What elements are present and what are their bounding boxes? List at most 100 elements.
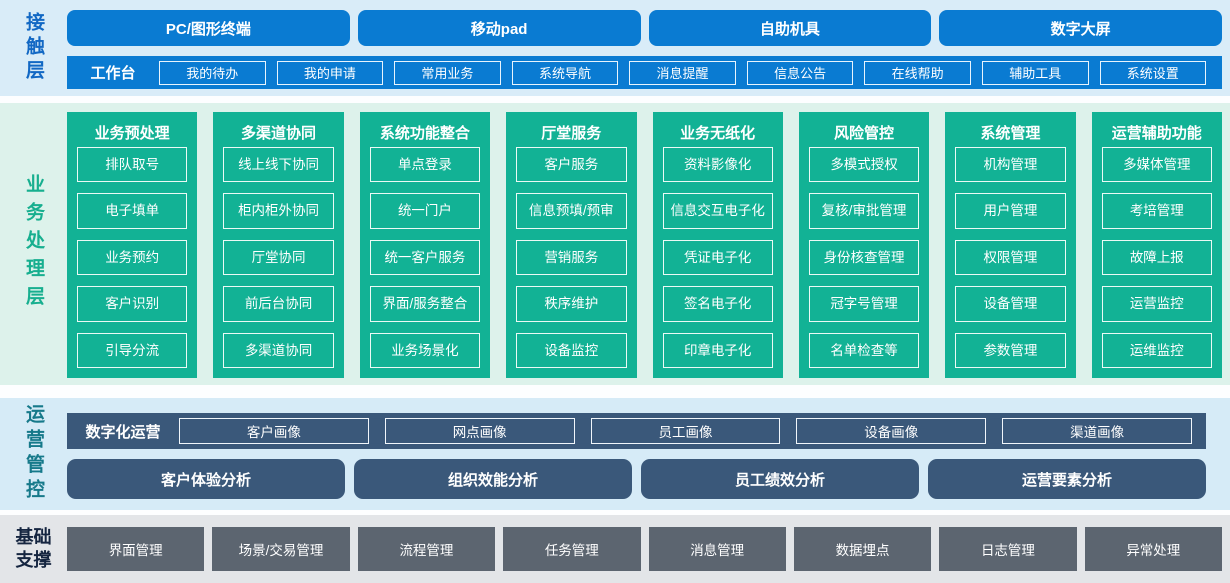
workbench-item: 消息提醒 [629, 60, 736, 85]
business-column-items: 机构管理 用户管理 权限管理 设备管理 参数管理 [955, 147, 1066, 369]
business-column-item: 电子填单 [77, 193, 188, 229]
business-column-items: 多模式授权 复核/审批管理 身份核查管理 冠字号管理 名单检查等 [808, 147, 920, 369]
business-column-item: 引导分流 [77, 332, 188, 369]
base-row: 界面管理 场景/交易管理 流程管理 任务管理 消息管理 数据埋点 日志管理 异常… [67, 527, 1222, 571]
business-column-item: 运维监控 [1101, 332, 1212, 369]
workbench-items: 我的待办 我的申请 常用业务 系统导航 消息提醒 信息公告 在线帮助 辅助工具 [159, 60, 1210, 85]
business-column-item: 参数管理 [955, 332, 1066, 369]
base-item: 流程管理 [357, 527, 496, 571]
business-column-title: 多渠道协同 [241, 124, 317, 142]
workbench-bar: 工作台 我的待办 我的申请 常用业务 系统导航 消息提醒 信息公告 [67, 56, 1222, 89]
persona-item: 客户画像 [179, 418, 369, 444]
contact-layer-content: PC/图形终端 移动pad 自助机具 数字大屏 工作台 我的待办 我的申请 [67, 0, 1222, 96]
base-item: 场景/交易管理 [212, 527, 350, 571]
business-column-title: 系统管理 [980, 124, 1041, 142]
workbench-item: 信息公告 [746, 60, 854, 85]
business-column-title: 厅堂服务 [541, 124, 602, 142]
business-column-item: 厅堂协同 [223, 239, 334, 276]
business-column-item: 单点登录 [369, 147, 481, 183]
workbench-item: 在线帮助 [864, 60, 971, 85]
business-column-item: 用户管理 [955, 193, 1066, 229]
business-column-title: 业务无纸化 [680, 124, 756, 142]
base-layer-content: 界面管理 场景/交易管理 流程管理 任务管理 消息管理 数据埋点 日志管理 异常… [67, 515, 1222, 583]
business-column-item: 冠字号管理 [808, 286, 920, 322]
business-column-item: 统一客户服务 [369, 239, 481, 276]
business-column: 业务无纸化 资料影像化 信息交互电子化 凭证电子化 签名电子化 [652, 112, 783, 378]
base-layer-label-zone: 基础 支撑 [0, 515, 67, 583]
channel-block: 数字大屏 [939, 10, 1222, 46]
channel-block: 移动pad [357, 10, 641, 46]
business-column-item: 多渠道协同 [223, 332, 334, 369]
operations-layer-label: 运营管控 [23, 404, 44, 504]
business-column-item: 复核/审批管理 [808, 193, 920, 229]
business-column-title: 业务预处理 [94, 124, 170, 142]
persona-item: 渠道画像 [1002, 418, 1192, 444]
base-item: 消息管理 [648, 527, 786, 571]
analysis-bar: 员工绩效分析 [641, 459, 919, 499]
business-column-item: 权限管理 [955, 239, 1066, 276]
analysis-row: 客户体验分析 组织效能分析 员工绩效分析 运营要素分析 [67, 459, 1206, 499]
persona-items: 客户画像 网点画像 员工画像 设备画像 渠道画像 [179, 418, 1192, 444]
business-columns: 业务预处理 排队取号 电子填单 业务预约 客户识别 [67, 112, 1222, 378]
analysis-bar: 客户体验分析 [67, 459, 345, 499]
business-column-items: 多媒体管理 考培管理 故障上报 运营监控 运维监控 [1101, 147, 1212, 369]
business-column-item: 业务预约 [77, 239, 188, 276]
business-column-item: 资料影像化 [662, 147, 773, 183]
business-column-title: 系统功能整合 [379, 124, 470, 142]
business-column-item: 线上线下协同 [223, 147, 334, 183]
business-column: 系统功能整合 单点登录 统一门户 统一客户服务 界面/服务整合 [359, 112, 491, 378]
business-column-items: 线上线下协同 柜内柜外协同 厅堂协同 前后台协同 多渠道协同 [223, 147, 334, 369]
business-column-items: 排队取号 电子填单 业务预约 客户识别 引导分流 [77, 147, 188, 369]
workbench-item: 系统导航 [511, 60, 619, 85]
business-column-item: 多媒体管理 [1101, 147, 1212, 183]
business-column-item: 故障上报 [1101, 239, 1212, 276]
business-column-item: 多模式授权 [808, 147, 920, 183]
business-layer-label: 业务处理层 [23, 174, 44, 314]
business-column-item: 排队取号 [77, 147, 188, 183]
business-column-item: 客户识别 [77, 286, 188, 322]
persona-item: 设备画像 [796, 418, 987, 444]
contact-layer-label: 接触层 [23, 12, 44, 84]
business-column-item: 考培管理 [1101, 193, 1212, 229]
business-column-item: 名单检查等 [808, 332, 920, 369]
business-column-item: 客户服务 [516, 147, 627, 183]
base-item: 任务管理 [503, 527, 641, 571]
business-column-title: 运营辅助功能 [1111, 124, 1202, 142]
base-layer-label: 基础 支撑 [15, 526, 52, 570]
workbench-item: 我的待办 [159, 60, 266, 85]
business-column-item: 设备管理 [955, 286, 1066, 322]
business-column: 风险管控 多模式授权 复核/审批管理 身份核查管理 冠字号管理 [798, 112, 930, 378]
business-column: 业务预处理 排队取号 电子填单 业务预约 客户识别 [67, 112, 198, 378]
business-column-item: 印章电子化 [662, 332, 773, 369]
base-item: 数据埋点 [793, 527, 932, 571]
operations-layer-content: 数字化运营 客户画像 网点画像 员工画像 设备画像 渠道画像 [67, 398, 1206, 510]
business-column-item: 信息预填/预审 [516, 193, 627, 229]
business-column-item: 身份核查管理 [808, 239, 920, 276]
business-column-items: 客户服务 信息预填/预审 营销服务 秩序维护 设备监控 [516, 147, 627, 369]
business-column-item: 柜内柜外协同 [223, 193, 334, 229]
base-item: 日志管理 [939, 527, 1077, 571]
persona-item: 网点画像 [384, 418, 575, 444]
business-column-item: 秩序维护 [516, 286, 627, 322]
contact-layer: 接触层 PC/图形终端 移动pad 自助机具 数字大屏 工作台 我的待 [0, 0, 1230, 96]
channel-block: PC/图形终端 [67, 10, 350, 46]
workbench-item: 我的申请 [276, 60, 384, 85]
persona-item: 员工画像 [590, 418, 781, 444]
business-column-items: 资料影像化 信息交互电子化 凭证电子化 签名电子化 印章电子化 [662, 147, 773, 369]
channel-row: PC/图形终端 移动pad 自助机具 数字大屏 [67, 10, 1222, 46]
business-column-items: 单点登录 统一门户 统一客户服务 界面/服务整合 业务场景化 [369, 147, 481, 369]
analysis-bar: 运营要素分析 [928, 459, 1206, 499]
business-column-title: 风险管控 [834, 124, 895, 142]
workbench-item: 辅助工具 [981, 60, 1089, 85]
base-layer: 基础 支撑 界面管理 场景/交易管理 流程管理 任务管理 消息管理 数据埋点 日… [0, 515, 1230, 583]
analysis-bar: 组织效能分析 [354, 459, 632, 499]
workbench-label: 工作台 [90, 65, 136, 82]
contact-layer-label-zone: 接触层 [0, 0, 67, 96]
digital-ops-label: 数字化运营 [85, 423, 161, 441]
operations-layer-label-zone: 运营管控 [0, 398, 67, 510]
business-layer-content: 业务预处理 排队取号 电子填单 业务预约 客户识别 [67, 103, 1222, 385]
business-column-item: 凭证电子化 [662, 239, 773, 276]
business-layer: 业务处理层 业务预处理 排队取号 电子填单 业务预 [0, 103, 1230, 385]
business-column: 多渠道协同 线上线下协同 柜内柜外协同 厅堂协同 前后台协同 [213, 112, 344, 378]
